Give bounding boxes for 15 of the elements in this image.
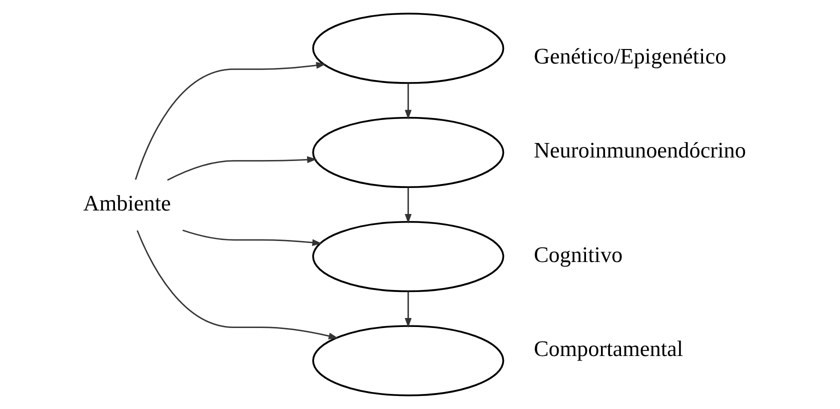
- node-label: Comportamental: [534, 336, 684, 362]
- node-label: Neuroinmunoendócrino: [534, 138, 746, 163]
- arrow: [136, 230, 338, 340]
- arrow: [404, 292, 412, 328]
- arrow: [182, 230, 322, 246]
- node-ellipse: [312, 12, 504, 84]
- arrow: [404, 188, 412, 224]
- node-label: Genético/Epigenético: [534, 43, 726, 68]
- node-ellipse: [312, 116, 504, 188]
- arrow: [404, 83, 412, 120]
- node-text: Ambiente: [83, 190, 171, 216]
- node-label: Cognitivo: [534, 242, 623, 267]
- arrow: [134, 62, 326, 180]
- node-ellipse: [312, 325, 504, 396]
- arrow: [167, 156, 317, 181]
